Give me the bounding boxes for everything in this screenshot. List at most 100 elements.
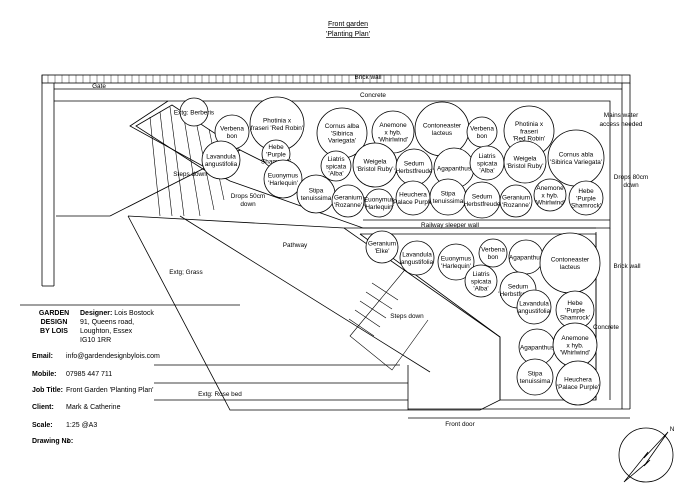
plant-label: Anemone xyxy=(536,185,564,192)
plant-circle xyxy=(499,184,533,218)
plant-label: Cornus abla xyxy=(559,152,594,159)
plant-geranium-3: Geranium'Elke' xyxy=(365,230,399,264)
title-row-value: 1 xyxy=(66,438,70,445)
plant-circle xyxy=(464,264,498,298)
plant-label: bon xyxy=(488,254,499,261)
title-row-value: Mark & Catherine xyxy=(66,404,121,411)
plant-label: Sedum xyxy=(472,194,492,201)
plant-label: Cornus alba xyxy=(325,123,360,130)
plant-label: 'Alba' xyxy=(328,171,343,178)
label-front-door: Front door xyxy=(445,421,475,428)
plant-label: Heuchera xyxy=(564,377,592,384)
label-drops-50: Drops 50cm xyxy=(231,193,265,200)
plant-label: Lavandula xyxy=(206,154,236,161)
plant-euonymus-1: Euonymus'Harlequin' xyxy=(263,159,303,199)
label-brick-wall-top: Brick wall xyxy=(355,74,382,81)
plant-label: Weigela xyxy=(514,156,537,163)
plant-label: 'Rozanne' xyxy=(334,202,362,209)
label-rose-bed: Extg: Rose bed xyxy=(198,391,242,398)
plant-label: 'Herbstfreude' xyxy=(498,291,537,298)
plant-weigela-1: Weigela'Bristol Ruby' xyxy=(352,142,398,188)
label-drops-80: down xyxy=(623,182,639,189)
plant-geranium-2: Geranium'Rozanne' xyxy=(499,184,533,218)
plant-label: 'Herbstfreude' xyxy=(394,168,433,175)
plant-label: Stipa xyxy=(309,188,324,195)
title-row-label: Client: xyxy=(32,404,54,411)
title-row-label: Mobile: xyxy=(32,371,57,378)
address-line: Loughton, Essex xyxy=(80,328,133,335)
plant-label: Anemone xyxy=(379,122,407,129)
logo-line: BY LOIS xyxy=(40,328,68,335)
plant-label: Hebe xyxy=(567,300,583,307)
plant-label: Shamrock' xyxy=(571,203,601,210)
label-railway: Railway sleeper wall xyxy=(421,222,479,229)
title-row-value: info@gardendesignbylois.com xyxy=(66,353,160,360)
logo: GARDEN DESIGN BY LOIS xyxy=(34,309,74,336)
plant-label: 'Sibirica Variegata' xyxy=(550,159,602,166)
designer-name: Lois Bostock xyxy=(114,310,154,317)
plant-label: bon xyxy=(227,133,238,140)
label-brick-wall-right: Brick wall xyxy=(614,263,641,270)
label-mains-water: access needed xyxy=(600,121,643,128)
plant-label: 'Rozanne' xyxy=(502,202,530,209)
plant-label: Stipa xyxy=(528,371,543,378)
plant-heuchera-2: Heuchera'Palace Purple' xyxy=(555,360,601,406)
plant-label: angustifolia xyxy=(205,161,238,168)
label-steps-down-2: Steps down xyxy=(390,313,424,320)
plant-label: Verbena xyxy=(470,126,494,133)
plant-circle xyxy=(516,289,552,325)
plant-label: 'Purple xyxy=(576,195,596,202)
plant-label: Verbena xyxy=(481,247,505,254)
plant-euonymus-2: Euonymus'Harlequin' xyxy=(364,188,394,218)
plant-label: tenuissima xyxy=(301,195,332,202)
plant-circle xyxy=(555,360,601,406)
address-line: 91, Queens road, xyxy=(80,319,135,326)
plant-label: Liatris xyxy=(327,156,344,163)
plant-geranium-1: Geranium'Rozanne' xyxy=(331,184,365,218)
label-concrete-right: Concrete xyxy=(593,324,619,331)
plant-label: fraseri xyxy=(520,128,538,135)
title-row-label: Email: xyxy=(32,353,54,360)
plant-circle xyxy=(437,243,475,281)
plant-label: spicata xyxy=(477,160,498,167)
title-row-value: 07985 447 711 xyxy=(66,371,113,378)
plant-label: bon xyxy=(477,133,488,140)
plant-label: Euonymus xyxy=(364,197,394,204)
plant-circle xyxy=(399,240,435,276)
plant-label: 'Whirlwind' xyxy=(378,137,408,144)
plant-circle xyxy=(516,358,554,396)
plant-label: 'Whirlwind' xyxy=(535,200,565,207)
plant-agapanthus-2: Agapanthus xyxy=(508,239,544,275)
plant-label: Contoneaster xyxy=(551,257,590,264)
plant-label: Agapanthus xyxy=(509,254,543,261)
plant-label: spicata xyxy=(471,278,492,285)
plant-label: 'Bristol Ruby' xyxy=(507,163,544,170)
plant-heuchera-1: Heuchera'Palace Purple' xyxy=(392,180,434,216)
plant-label: 'Bristol Ruby' xyxy=(357,166,394,173)
plant-circle xyxy=(201,140,241,180)
brick-wall-hatching xyxy=(47,75,623,83)
plant-circle xyxy=(478,238,508,268)
plant-label: Extg: Berberis xyxy=(174,109,214,116)
designer-label: Designer: xyxy=(80,310,113,317)
logo-line: GARDEN xyxy=(38,310,70,317)
plant-label: Euonymus xyxy=(268,173,298,180)
bed-lower-outline xyxy=(359,233,597,401)
plant-label: 'Herbstfreude' xyxy=(462,201,501,208)
plant-label: Geranium xyxy=(334,195,362,202)
plant-label: Contoneaster xyxy=(423,123,462,130)
plant-sedum-1: Sedum'Herbstfreude' xyxy=(394,148,434,186)
north-arrow-icon xyxy=(623,431,669,483)
label-gate: Gate xyxy=(92,83,106,90)
plant-label: Lavandula xyxy=(519,301,549,308)
